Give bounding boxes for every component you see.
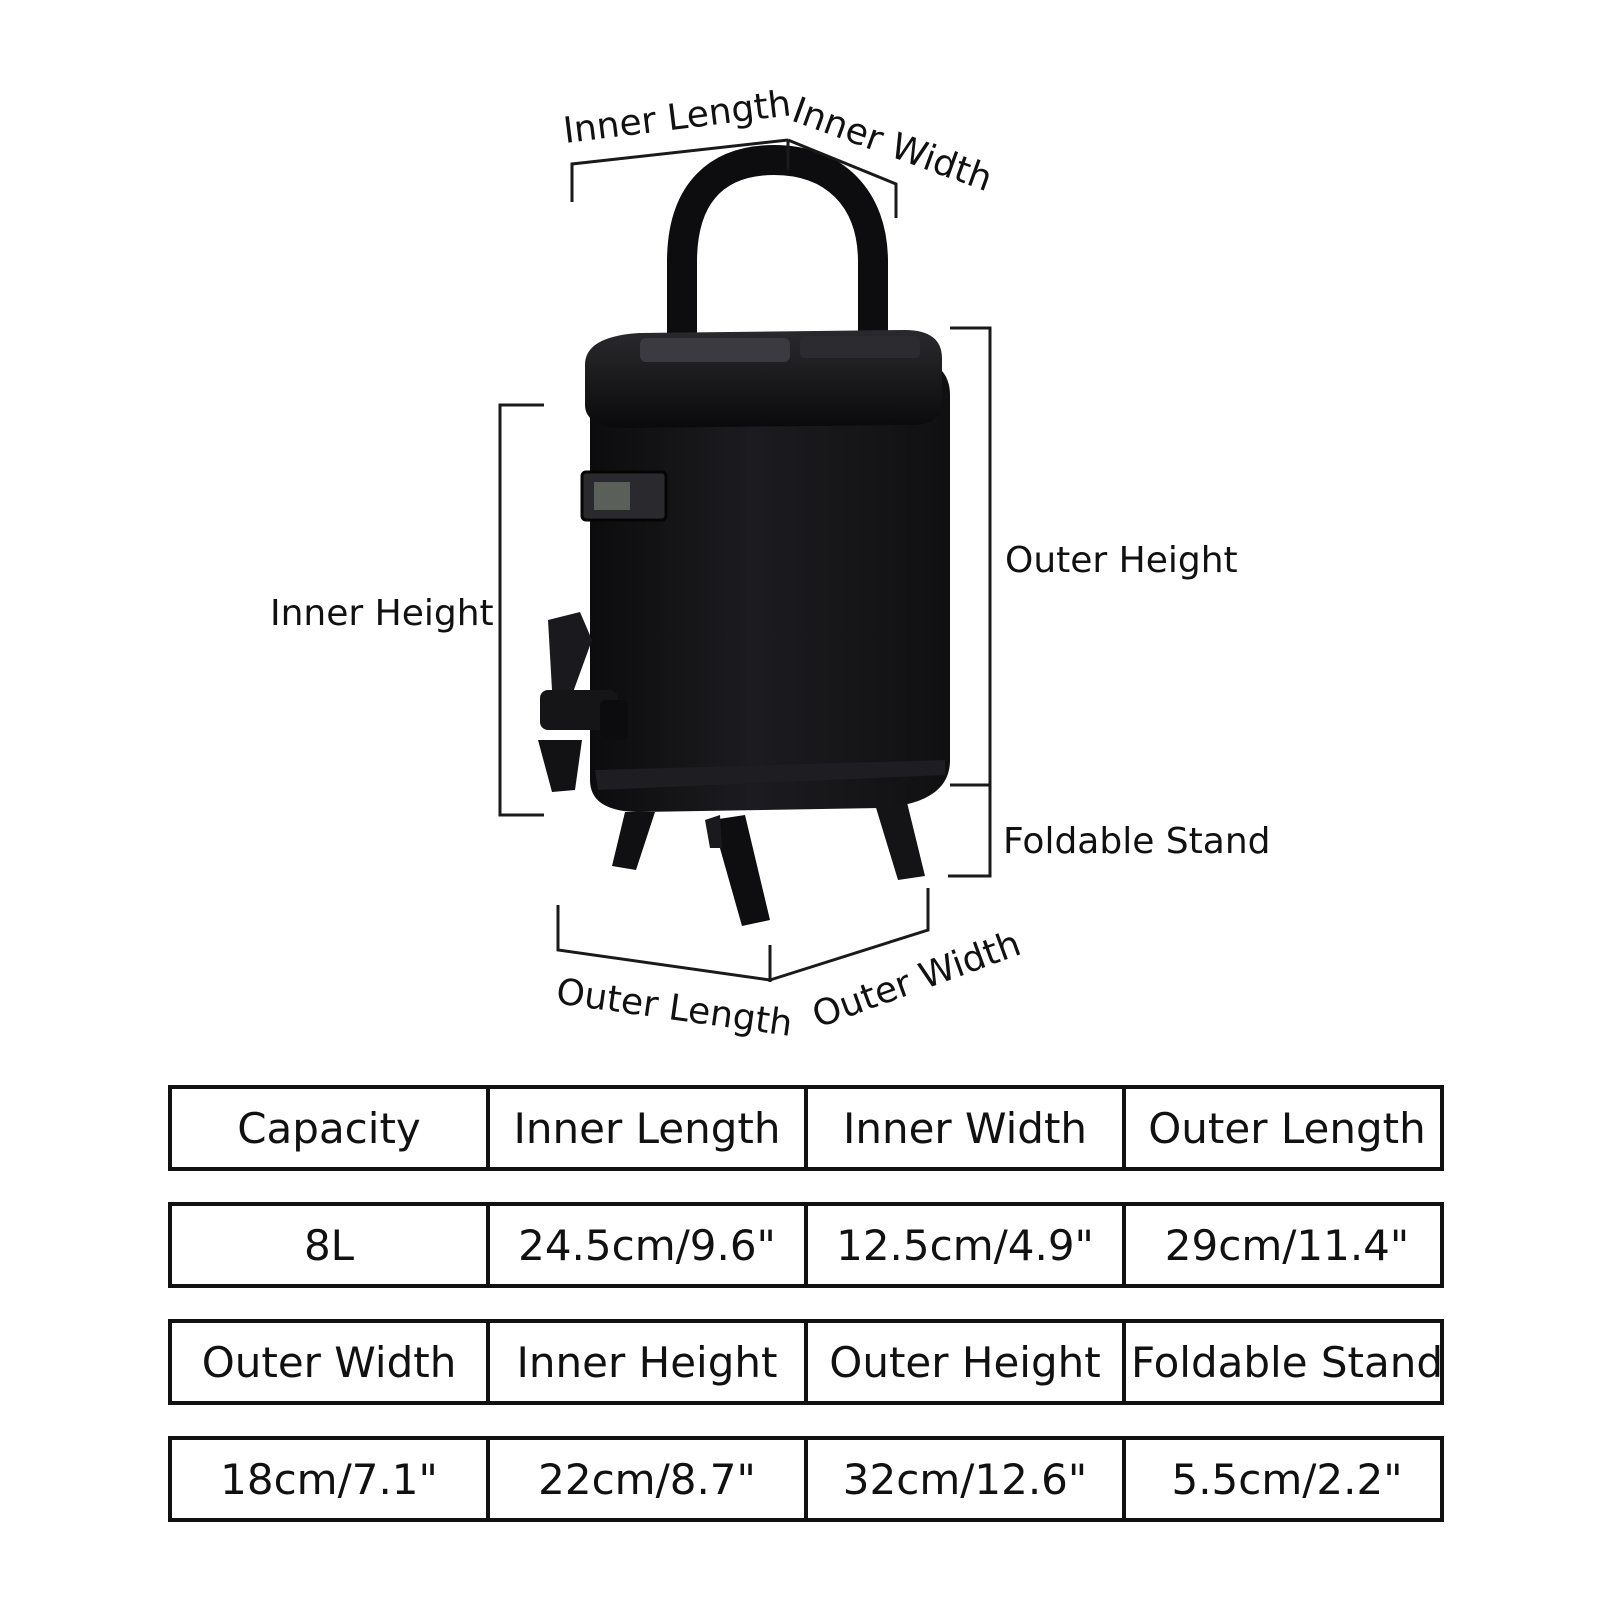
spec-cell: 12.5cm/4.9" <box>808 1206 1126 1284</box>
inner-width-bracket <box>787 138 898 218</box>
spec-cell: 29cm/11.4" <box>1164 1220 1410 1270</box>
label-inner-height: Inner Height <box>270 593 494 634</box>
spec-cell: Capacity <box>172 1089 490 1167</box>
inner-height-bracket <box>498 403 544 817</box>
spec-cell: 22cm/8.7" <box>490 1440 808 1518</box>
inner-length-bracket <box>570 138 789 202</box>
specs-header-row: Capacity Inner Length Inner Width Outer … <box>168 1085 1444 1171</box>
label-outer-length: Outer Length <box>554 971 795 1045</box>
tap-spigot <box>538 612 628 792</box>
thermometer-screen <box>594 482 630 510</box>
spec-cell: Inner Length <box>490 1089 808 1167</box>
spec-cell: 18cm/7.1" <box>172 1440 490 1518</box>
spec-cell: Outer Length <box>1148 1103 1426 1153</box>
outer-length-bracket <box>556 905 771 982</box>
outer-width-bracket <box>769 888 930 982</box>
label-foldable-stand: Foldable Stand <box>1003 821 1271 862</box>
stand-leg <box>712 815 770 926</box>
spec-cell: Inner Width <box>808 1089 1126 1167</box>
spec-cell: 5.5cm/2.2" <box>1171 1454 1403 1504</box>
lid-opening <box>640 338 790 362</box>
stand-leg <box>705 815 722 848</box>
dispenser-body <box>590 360 950 812</box>
outer-height-bracket <box>950 326 992 787</box>
lid-opening <box>800 336 920 358</box>
carry-handle <box>667 144 888 410</box>
stand-leg <box>612 812 655 870</box>
spec-cell: 32cm/12.6" <box>808 1440 1126 1518</box>
spec-cell: Inner Height <box>490 1323 808 1401</box>
product-dimension-diagram: Inner Length Inner Width Inner Height Ou… <box>270 83 1271 1045</box>
beverage-dispenser <box>538 144 950 926</box>
specs-value-row: 18cm/7.1" 22cm/8.7" 32cm/12.6" 5.5cm/2.2… <box>168 1436 1444 1522</box>
specs-header-row: Outer Width Inner Height Outer Height Fo… <box>168 1319 1444 1405</box>
label-outer-height: Outer Height <box>1005 540 1238 581</box>
spec-cell: Foldable Stand <box>1130 1337 1444 1387</box>
specs-value-row: 8L 24.5cm/9.6" 12.5cm/4.9" 29cm/11.4" <box>168 1202 1444 1288</box>
foldable-stand-bracket <box>948 783 992 878</box>
label-outer-width: Outer Width <box>807 923 1026 1036</box>
label-inner-length: Inner Length <box>561 83 793 152</box>
base-band <box>595 760 945 790</box>
spec-cell: Outer Width <box>172 1323 490 1401</box>
dimension-lines <box>498 138 992 982</box>
spec-cell: 8L <box>172 1206 490 1284</box>
spec-cell: 24.5cm/9.6" <box>490 1206 808 1284</box>
spec-cell: Outer Height <box>808 1323 1126 1401</box>
